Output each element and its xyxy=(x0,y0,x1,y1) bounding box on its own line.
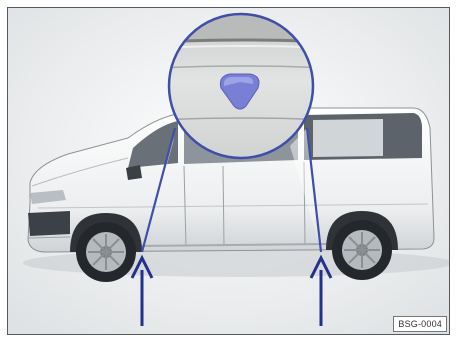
van-illustration xyxy=(8,8,450,335)
rear-wheel xyxy=(332,220,392,280)
front-wheel xyxy=(76,222,136,282)
figure-code-label: BSG-0004 xyxy=(393,316,447,332)
figure-frame: BSG-0004 xyxy=(7,7,450,335)
